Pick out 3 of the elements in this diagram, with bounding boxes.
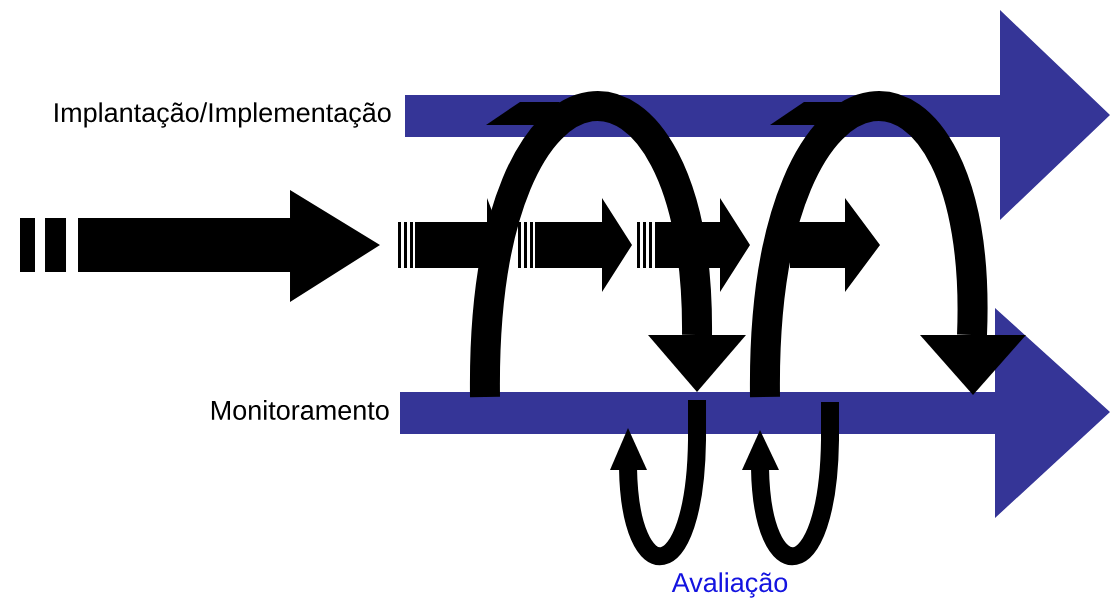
label-text: Implantação/Implementação <box>55 102 391 128</box>
label-text: Avaliação <box>671 572 788 598</box>
label-text: Monitoramento <box>211 400 389 420</box>
